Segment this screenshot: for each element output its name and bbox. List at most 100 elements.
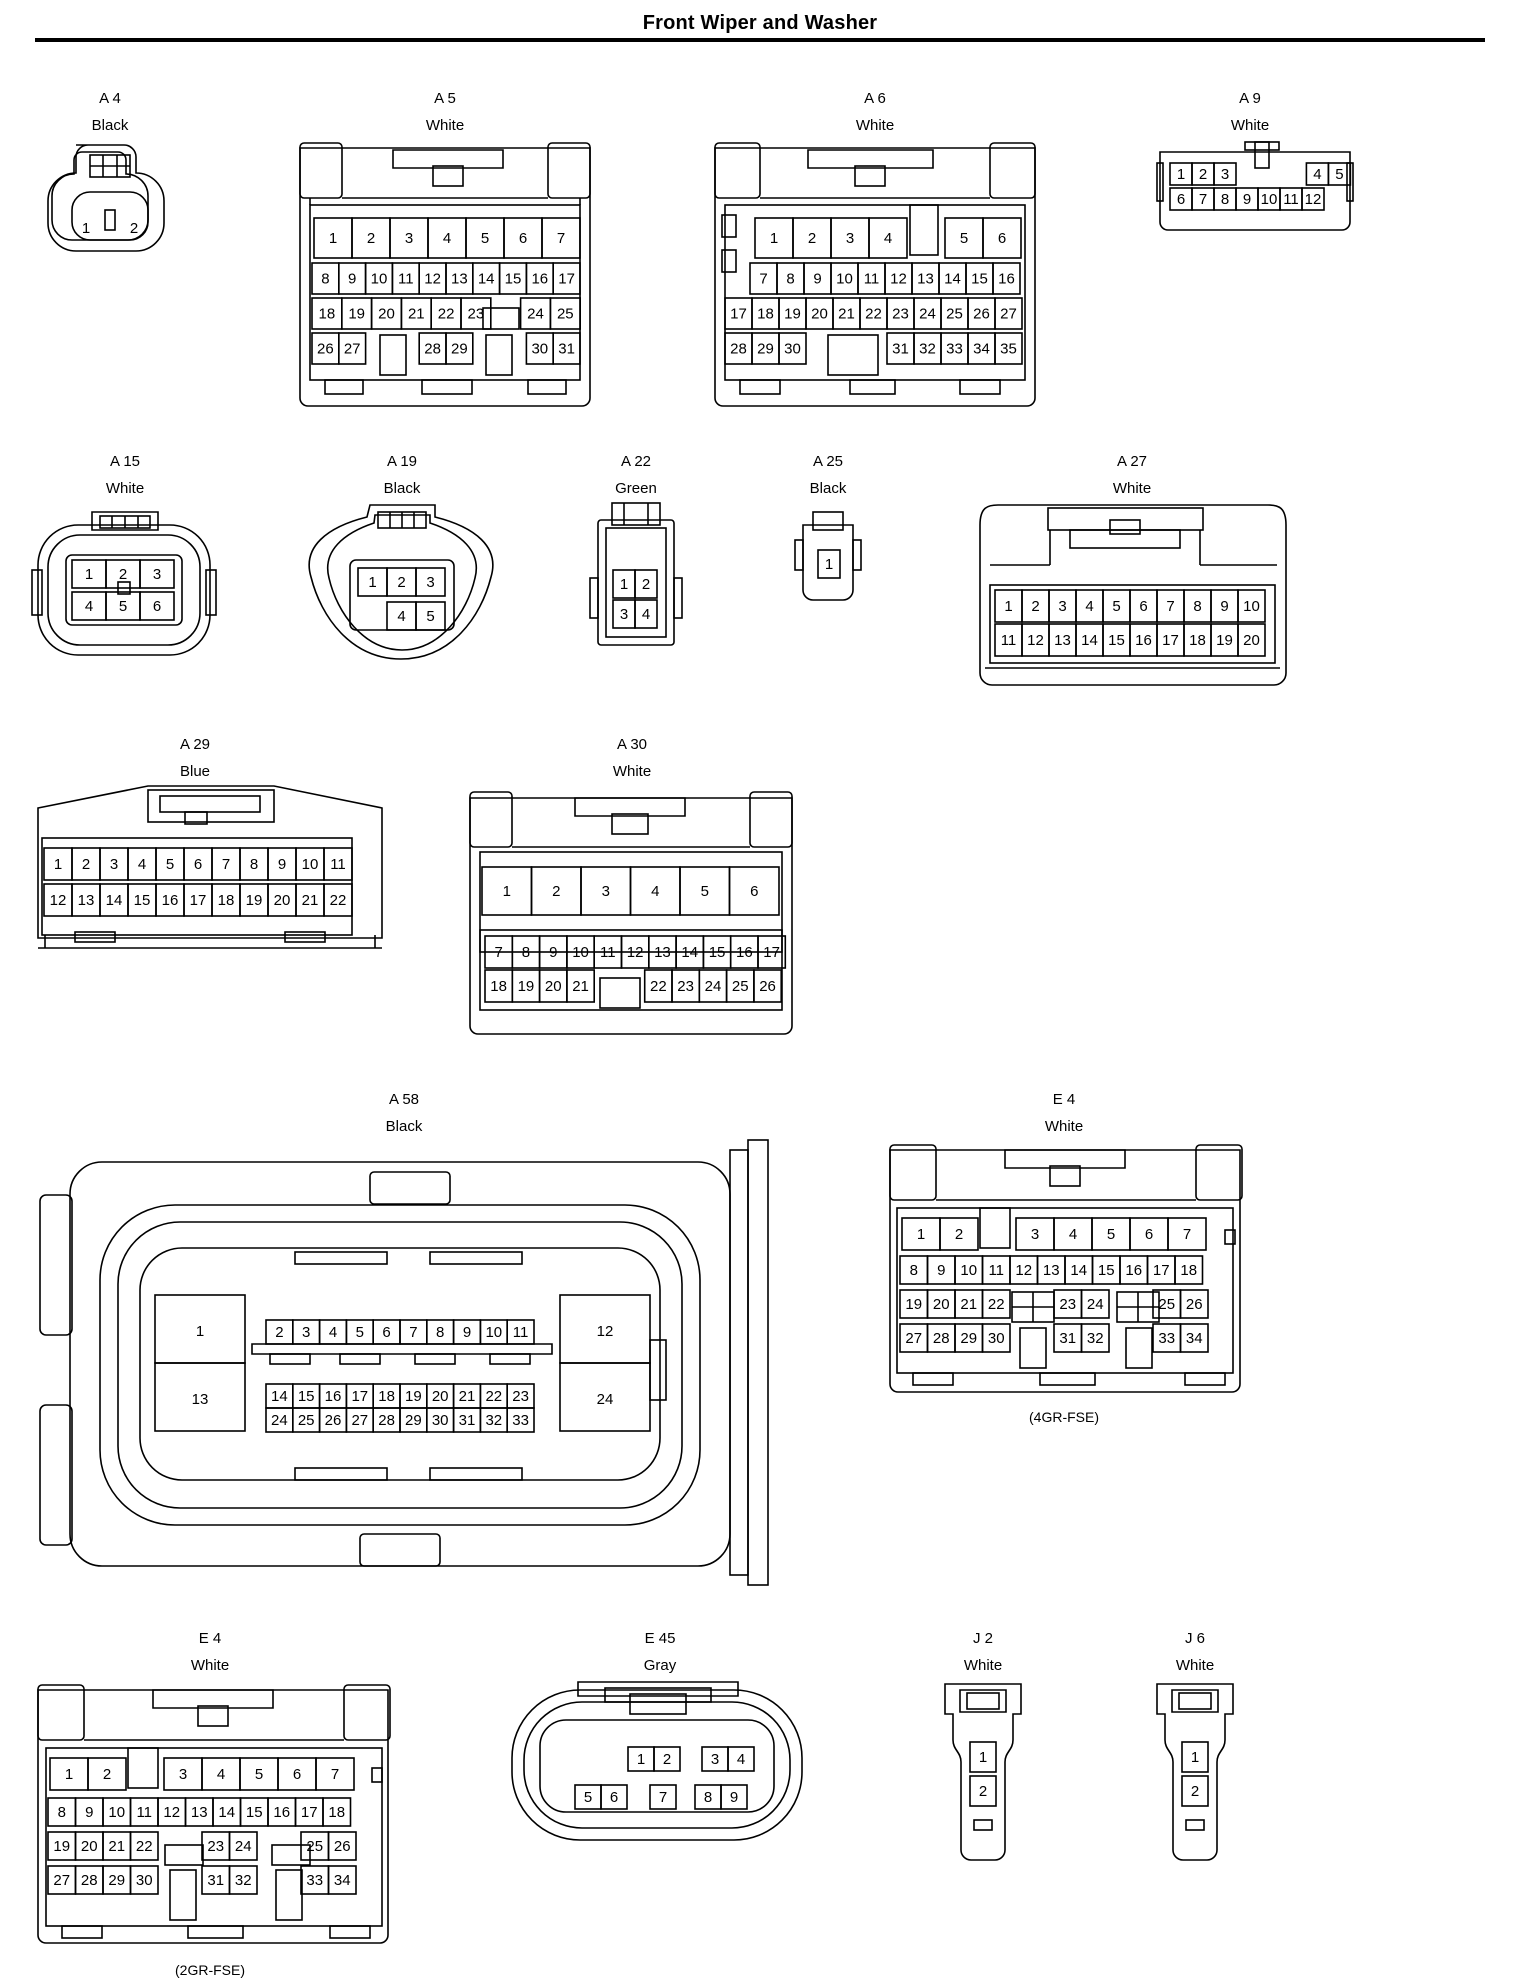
housing-outline xyxy=(1156,162,1164,202)
terminal-number: 21 xyxy=(459,1388,476,1405)
terminal-number: 28 xyxy=(81,1872,98,1889)
housing-outline xyxy=(812,511,844,531)
connector-color: White xyxy=(191,1657,229,1674)
terminal-number: 2 xyxy=(275,1324,283,1341)
terminal-number: 12 xyxy=(1305,191,1322,208)
terminal-number: 15 xyxy=(1108,632,1125,649)
housing-outline xyxy=(482,307,520,330)
housing-outline xyxy=(889,1144,937,1201)
terminal-number: 13 xyxy=(192,1391,209,1408)
terminal-number: 4 xyxy=(85,598,93,615)
connector-variant-note: (2GR-FSE) xyxy=(175,1962,245,1978)
terminal-number: 23 xyxy=(892,306,909,323)
terminal-cell xyxy=(1179,1289,1209,1319)
terminal-number: 5 xyxy=(1112,598,1120,615)
terminal-number: 12 xyxy=(1015,1262,1032,1279)
terminal-number: 16 xyxy=(1125,1262,1142,1279)
terminal-number: 30 xyxy=(988,1330,1005,1347)
terminal-number: 17 xyxy=(1153,1262,1170,1279)
connector-code: A 25 xyxy=(813,453,843,470)
terminal-number: 20 xyxy=(811,306,828,323)
housing-outline xyxy=(721,249,737,273)
terminal-number: 3 xyxy=(1221,166,1229,183)
terminal-number: 19 xyxy=(784,306,801,323)
connector-code: A 58 xyxy=(389,1091,419,1108)
terminal-number: 1 xyxy=(82,220,90,237)
housing-outline xyxy=(99,1204,701,1526)
terminal-number: 13 xyxy=(451,271,468,288)
terminal-number: 33 xyxy=(946,341,963,358)
terminal-number: 4 xyxy=(1069,1226,1077,1243)
terminal-number: 22 xyxy=(438,306,455,323)
terminal-cell xyxy=(1080,1289,1110,1319)
connector-color: White xyxy=(1045,1118,1083,1135)
connector-color: White xyxy=(1113,480,1151,497)
terminal-number: 2 xyxy=(552,883,560,900)
housing-outline xyxy=(559,1362,651,1432)
terminal-number: 1 xyxy=(1191,1749,1199,1766)
terminal-number: 24 xyxy=(527,306,544,323)
terminal-cell xyxy=(778,332,807,365)
terminal-number: 1 xyxy=(979,1749,987,1766)
terminal-number: 4 xyxy=(884,230,892,247)
connector-code: E 4 xyxy=(199,1630,222,1647)
connector-code: A 15 xyxy=(110,453,140,470)
terminal-number: 19 xyxy=(246,892,263,909)
connector-code: A 29 xyxy=(180,736,210,753)
housing-outline xyxy=(489,1353,531,1365)
terminal-cell xyxy=(323,847,353,881)
terminal-number: 17 xyxy=(730,306,747,323)
terminal-number: 25 xyxy=(306,1838,323,1855)
terminal-number: 20 xyxy=(432,1388,449,1405)
connector-code: J 2 xyxy=(973,1630,993,1647)
terminal-number: 25 xyxy=(946,306,963,323)
terminal-number: 1 xyxy=(825,556,833,573)
housing-outline xyxy=(1069,529,1181,549)
terminal-cell xyxy=(506,1407,535,1433)
terminal-number: 11 xyxy=(398,271,414,288)
terminal-number: 13 xyxy=(1054,632,1071,649)
terminal-number: 14 xyxy=(1081,632,1098,649)
terminal-number: 30 xyxy=(531,341,548,358)
terminal-number: 24 xyxy=(597,1391,614,1408)
housing-outline xyxy=(117,581,131,595)
terminal-number: 10 xyxy=(108,1804,125,1821)
terminal-number: 15 xyxy=(246,1804,263,1821)
housing-outline xyxy=(611,502,661,526)
housing-outline xyxy=(421,379,473,395)
terminal-number: 9 xyxy=(463,1324,471,1341)
connector-code: J 6 xyxy=(1185,1630,1205,1647)
terminal-number: 3 xyxy=(179,1766,187,1783)
page-title: Front Wiper and Washer xyxy=(642,12,878,34)
housing-outline xyxy=(37,524,211,656)
terminal-number: 28 xyxy=(933,1330,950,1347)
terminal-number: 19 xyxy=(1216,632,1233,649)
terminal-number: 24 xyxy=(705,978,722,995)
terminal-number: 10 xyxy=(302,856,319,873)
housing-outline xyxy=(294,1251,388,1265)
terminal-number: 8 xyxy=(1221,191,1229,208)
terminal-number: 35 xyxy=(1000,341,1017,358)
terminal-number: 21 xyxy=(302,892,319,909)
terminal-number: 2 xyxy=(1191,1783,1199,1800)
housing-outline xyxy=(1019,1327,1047,1369)
terminal-number: 10 xyxy=(1261,191,1278,208)
terminal-cell xyxy=(753,969,783,1003)
terminal-number: 18 xyxy=(1189,632,1206,649)
housing-outline xyxy=(147,789,275,823)
housing-outline xyxy=(184,811,208,825)
terminal-number: 20 xyxy=(274,892,291,909)
terminal-cell xyxy=(315,1757,355,1791)
terminal-cell xyxy=(969,1741,997,1773)
connector-color: White xyxy=(426,117,464,134)
terminal-number: 11 xyxy=(513,1324,529,1341)
terminal-number: 4 xyxy=(217,1766,225,1783)
housing-outline xyxy=(152,1689,274,1709)
terminal-cell xyxy=(1174,1255,1204,1285)
terminal-cell xyxy=(415,567,446,597)
terminal-number: 3 xyxy=(426,574,434,591)
